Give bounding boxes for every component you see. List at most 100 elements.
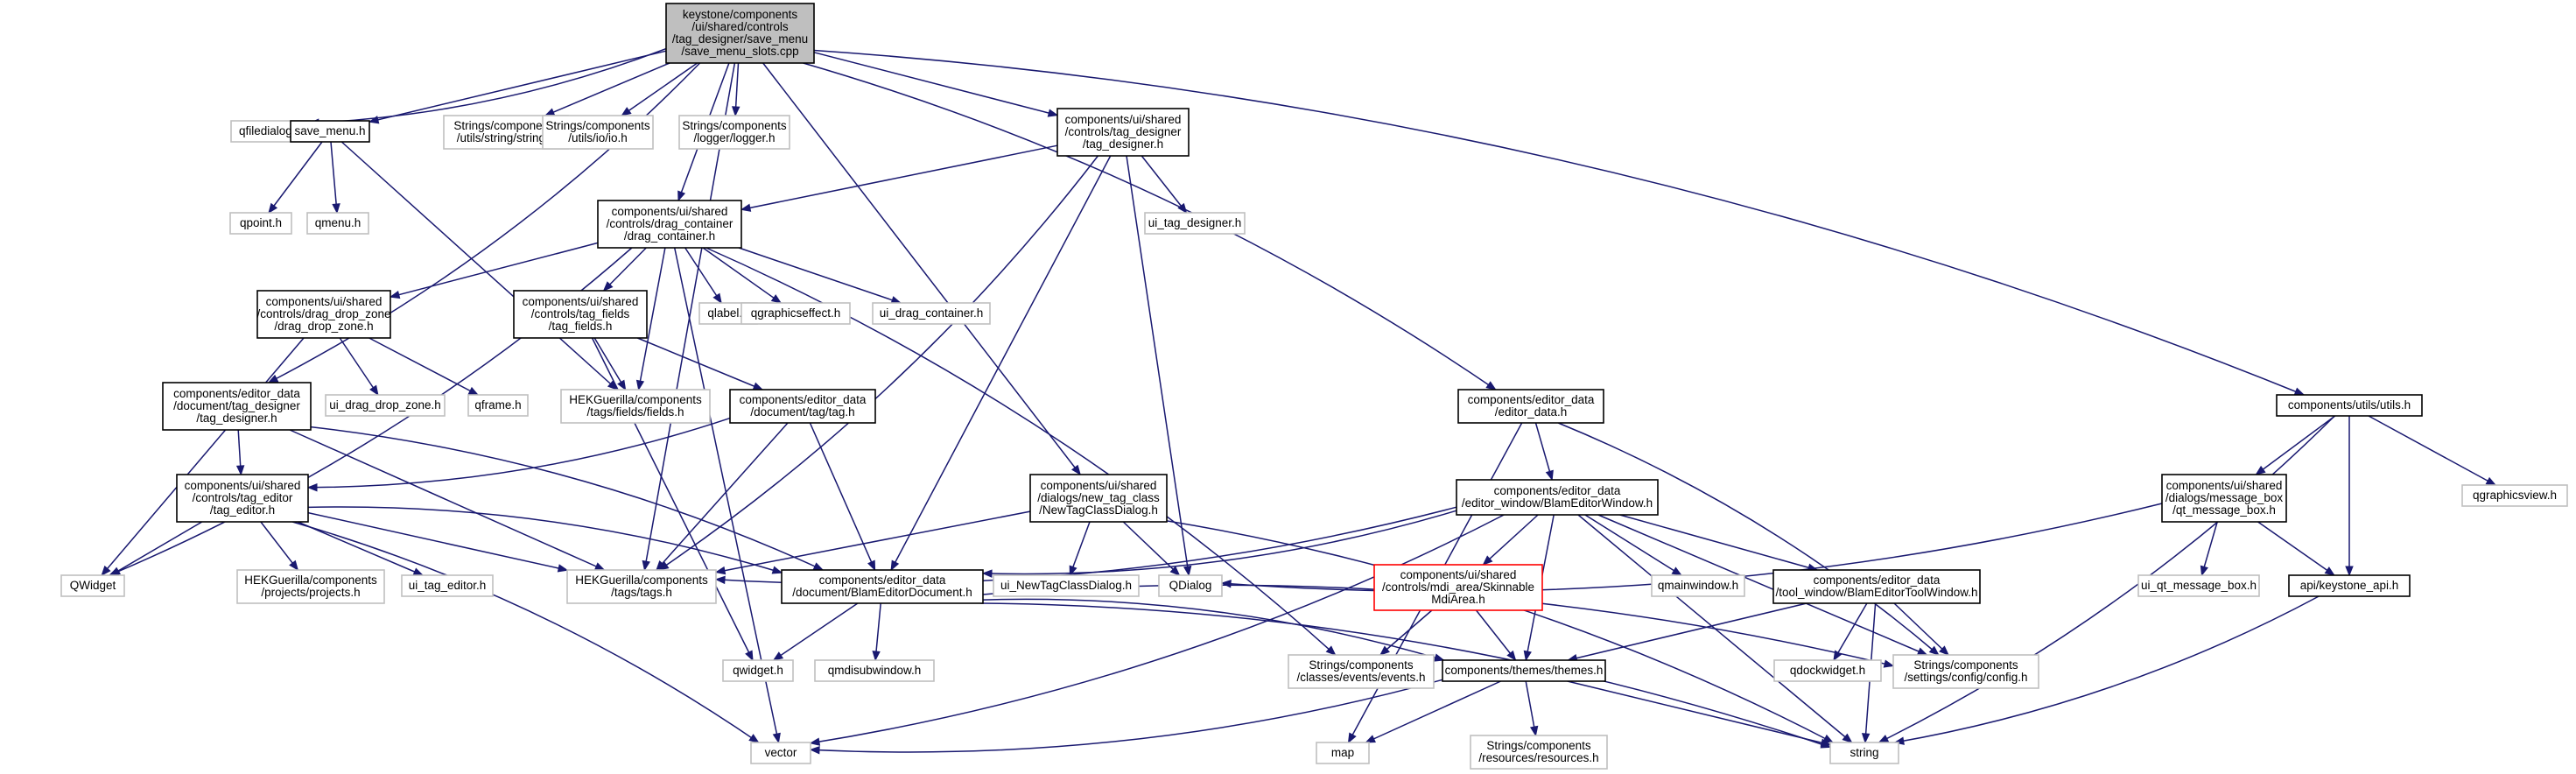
edge-drag_drop_zone-to-qwidget_cap [101, 337, 305, 576]
edge-blam_doc-to-qwidget_low [773, 602, 859, 661]
node-label-line: Strings/components [1486, 739, 1591, 752]
node-blam_doc[interactable]: components/editor_data/document/BlamEdit… [781, 569, 984, 604]
node-label-line: /tool_window/BlamEditorToolWindow.h [1775, 586, 1977, 599]
arrowhead-drag_container-to-fields_h [635, 379, 645, 391]
edge-tag_editor-to-ui_tag_editor [297, 521, 424, 576]
node-keystone_api[interactable]: api/keystone_api.h [2288, 574, 2411, 597]
node-ui_qt_message: ui_qt_message_box.h [2137, 574, 2260, 597]
arrowhead-ed_tag_designer-to-blam_doc [812, 562, 825, 571]
node-label-line: /utils/string/string.h [457, 131, 556, 144]
edge-tool_window-to-config_h [1893, 602, 1949, 656]
node-ui_drag_container: ui_drag_container.h [872, 302, 991, 325]
node-box [176, 474, 309, 523]
edge-tag_editor-to-vector [291, 521, 760, 743]
node-box [2137, 574, 2260, 597]
node-label-line: HEKGuerilla/components [575, 573, 708, 587]
node-label-line: qdockwidget.h [1790, 664, 1865, 677]
node-box [2461, 484, 2568, 507]
arrowhead-root-to-logger_h [731, 106, 741, 117]
node-skinnable[interactable]: components/ui/shared/controls/mdi_area/S… [1373, 564, 1543, 611]
node-label-line: ui_drag_container.h [880, 306, 984, 320]
node-label-line: components/ui/shared [1041, 479, 1157, 492]
node-tag_h[interactable]: components/editor_data/document/tag/tag.… [729, 389, 876, 424]
arrowhead-tag_editor-to-blam_doc [771, 566, 783, 574]
node-label-line: QWidget [70, 579, 116, 592]
node-box [256, 290, 391, 339]
node-label-line: /document/BlamEditorDocument.h [792, 586, 972, 599]
arrowhead-save_menu-to-qpoint [268, 202, 278, 215]
arrowhead-new_tag_dialog-to-string_std [1822, 734, 1835, 743]
edge-root-to-qfiledialog [309, 47, 667, 124]
arrowhead-tag_editor-to-projects_h [289, 559, 299, 572]
node-message_box[interactable]: components/ui/shared/dialogs/message_box… [2161, 474, 2287, 523]
node-box [1772, 569, 1981, 604]
node-root[interactable]: keystone/components/ui/shared/controls/t… [665, 3, 815, 64]
node-drag_container[interactable]: components/ui/shared/controls/drag_conta… [597, 200, 742, 249]
node-label-line: /tag_fields.h [549, 320, 613, 333]
node-label-line: Strings/components [453, 119, 558, 132]
arrowhead-blam_window-to-tags_h [714, 575, 726, 585]
edge-tag_designer_ctrl-to-blam_doc [890, 155, 1112, 571]
node-label-line: components/themes/themes.h [1445, 664, 1604, 677]
node-label-line: qframe.h [474, 398, 521, 412]
node-label-line: components/editor_data [1814, 573, 1941, 587]
node-layer: keystone/components/ui/shared/controls/t… [60, 3, 2568, 770]
node-drag_drop_zone[interactable]: components/ui/shared/controls/drag_drop_… [256, 290, 391, 339]
node-io_h: Strings/components/utils/io/io.h [542, 115, 654, 150]
edge-editor_data-to-config_h [1557, 422, 1940, 656]
edge-ed_tag_designer-to-tags_h [289, 429, 605, 571]
edge-blam_window-to-config_h [1597, 514, 1927, 656]
node-label-line: /ui/shared/controls [691, 20, 789, 33]
arrowhead-message_box-to-ui_qt_message [2200, 565, 2208, 577]
node-label-line: /logger/logger.h [693, 131, 775, 144]
arrowhead-drag_container-to-qgraphicseffect [770, 294, 783, 304]
node-tool_window[interactable]: components/editor_data/tool_window/BlamE… [1772, 569, 1981, 604]
node-tag_fields[interactable]: components/ui/shared/controls/tag_fields… [513, 290, 648, 339]
arrowhead-root-to-new_tag_dialog [1071, 464, 1082, 476]
node-box [665, 3, 815, 64]
node-box [1316, 742, 1370, 764]
edge-tag_editor-to-blam_doc [307, 506, 783, 573]
node-qdialog: QDialog [1158, 574, 1223, 597]
node-tag_designer_ctrl[interactable]: components/ui/shared/controls/tag_design… [1056, 108, 1190, 157]
arrowhead-tool_window-to-qdockwidget [1833, 650, 1843, 662]
node-tag_editor[interactable]: components/ui/shared/controls/tag_editor… [176, 474, 309, 523]
node-box [1829, 742, 1899, 764]
edge-layer [101, 47, 2497, 755]
node-string_std: string [1829, 742, 1899, 764]
node-label-line: /dialogs/new_tag_class [1037, 491, 1160, 504]
node-new_tag_dialog[interactable]: components/ui/shared/dialogs/new_tag_cla… [1029, 474, 1168, 523]
edge-drag_container-to-qgraphicseffect [702, 247, 782, 304]
node-label-line: HEKGuerilla/components [569, 393, 702, 406]
node-utils_h[interactable]: components/utils/utils.h [2276, 394, 2423, 417]
node-box [1651, 574, 1745, 597]
arrowhead-blam_window-to-skinnable [1482, 555, 1493, 566]
arrowhead-utils_h-to-string_std [1878, 735, 1890, 743]
node-ed_tag_designer[interactable]: components/editor_data/document/tag_desi… [162, 382, 312, 431]
node-box [236, 569, 385, 604]
node-box [993, 574, 1140, 597]
node-label-line: /tag_editor.h [210, 503, 275, 517]
node-box [1442, 659, 1606, 682]
node-box [306, 212, 369, 235]
node-label-line: api/keystone_api.h [2300, 579, 2399, 592]
node-label-line: /tag_designer.h [1083, 137, 1163, 151]
node-label-line: vector [765, 746, 797, 759]
node-box [1456, 479, 1659, 516]
node-label-line: /utils/io/io.h [568, 131, 628, 144]
arrowhead-utils_h-to-message_box [2255, 465, 2266, 475]
node-label-line: /tag_designer.h [196, 412, 277, 425]
node-editor_data[interactable]: components/editor_data/editor_data.h [1457, 389, 1604, 424]
node-save_menu[interactable]: save_menu.h [290, 120, 370, 143]
node-themes_h[interactable]: components/themes/themes.h [1442, 659, 1606, 682]
node-box [2288, 574, 2411, 597]
node-blam_window[interactable]: components/editor_data/editor_window/Bla… [1456, 479, 1659, 516]
node-qwidget_cap: QWidget [60, 574, 125, 597]
arrowhead-tag_designer_ctrl-to-blam_doc [890, 559, 900, 572]
node-label-line: qlabel.h [707, 306, 748, 320]
node-label-line: qmainwindow.h [1658, 579, 1738, 592]
node-config_h: Strings/components/settings/config/confi… [1892, 654, 2039, 689]
node-box [290, 120, 370, 143]
arrowhead-themes_h-to-resources_h [1529, 725, 1539, 737]
edge-themes_h-to-vector [810, 679, 1443, 753]
